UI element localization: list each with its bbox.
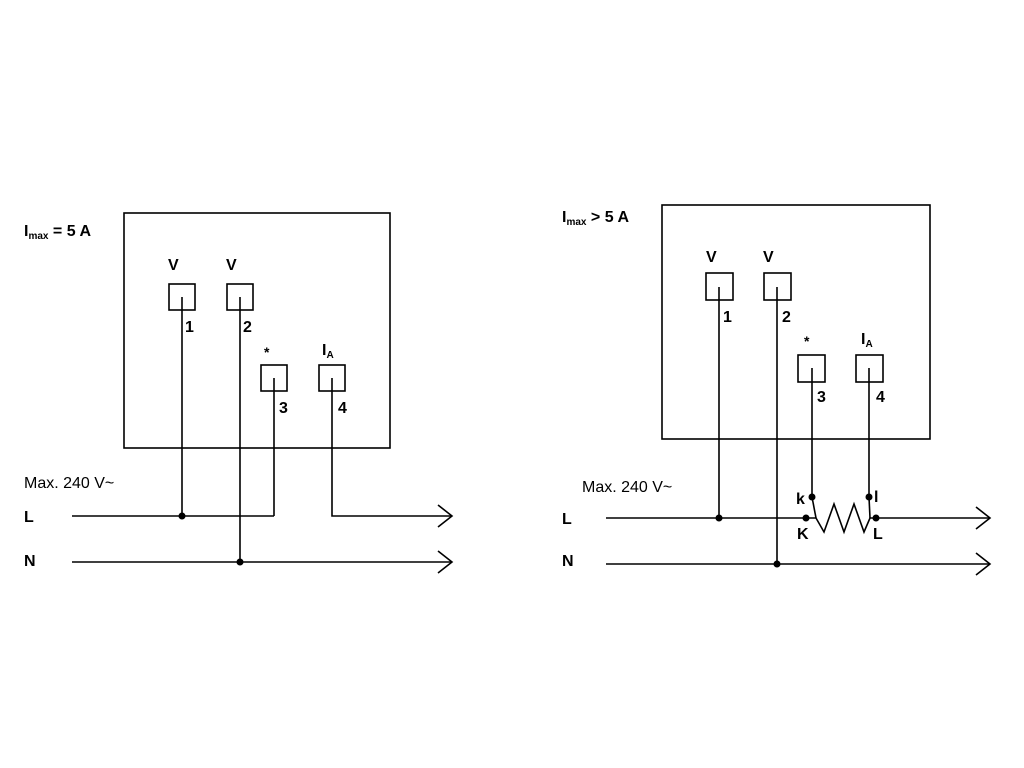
terminal-number-2-right: 2 (782, 309, 791, 326)
ct-label-l: l (874, 489, 878, 506)
terminal-number-4-left: 4 (338, 400, 347, 417)
imax-label-right: Imax > 5 A (562, 209, 629, 228)
ct-lead-l (868, 496, 871, 519)
line-L-label-left: L (24, 509, 34, 526)
star-marker-right: * (804, 333, 810, 349)
ct-terminal-K-dot (802, 514, 810, 522)
terminal-number-2-left: 2 (243, 319, 252, 336)
ct-label-L: L (873, 526, 883, 543)
line-L-label-right: L (562, 511, 572, 528)
terminal-number-3-right: 3 (817, 389, 826, 406)
voltage-label-1-right: V (706, 249, 717, 266)
voltage-label-2-right: V (763, 249, 774, 266)
junction-L-left (178, 512, 186, 520)
terminal-number-1-left: 1 (185, 319, 194, 336)
ct-terminal-l-dot (865, 493, 873, 501)
junction-N-right (773, 560, 781, 568)
ct-terminal-L-dot (872, 514, 880, 522)
ct-label-k: k (796, 491, 805, 508)
arrow-L-right (975, 506, 992, 530)
arrow-L-left (437, 504, 454, 528)
supply-voltage-label-right: Max. 240 V~ (582, 479, 672, 496)
meter-housing-left (123, 212, 391, 449)
voltage-label-2-left: V (226, 257, 237, 274)
current-label-left: IA (322, 342, 334, 361)
diagram-right: Imax > 5 A V V 1 2 * IA 3 4 (562, 204, 992, 576)
line-N-label-left: N (24, 553, 36, 570)
junction-N-left (236, 558, 244, 566)
imax-label-left: Imax = 5 A (24, 223, 91, 242)
terminal-number-3-left: 3 (279, 400, 288, 417)
terminal-number-1-right: 1 (723, 309, 732, 326)
arrow-N-left (437, 550, 454, 574)
wire-terminal-4-left (331, 378, 452, 517)
supply-voltage-label-left: Max. 240 V~ (24, 475, 114, 492)
voltage-label-1-left: V (168, 257, 179, 274)
current-transformer-coil (806, 501, 990, 535)
arrow-N-right (975, 552, 992, 576)
diagram-left: Imax = 5 A V V 1 2 * IA 3 4 Max. 24 (24, 212, 454, 574)
star-marker-left: * (264, 344, 270, 360)
ct-terminal-k-dot (808, 493, 816, 501)
terminal-number-4-right: 4 (876, 389, 885, 406)
meter-housing-right (661, 204, 931, 440)
current-label-right: IA (861, 331, 873, 350)
ct-lead-k (811, 496, 817, 519)
line-N-label-right: N (562, 553, 574, 570)
ct-label-K: K (797, 526, 809, 543)
junction-L-right (715, 514, 723, 522)
